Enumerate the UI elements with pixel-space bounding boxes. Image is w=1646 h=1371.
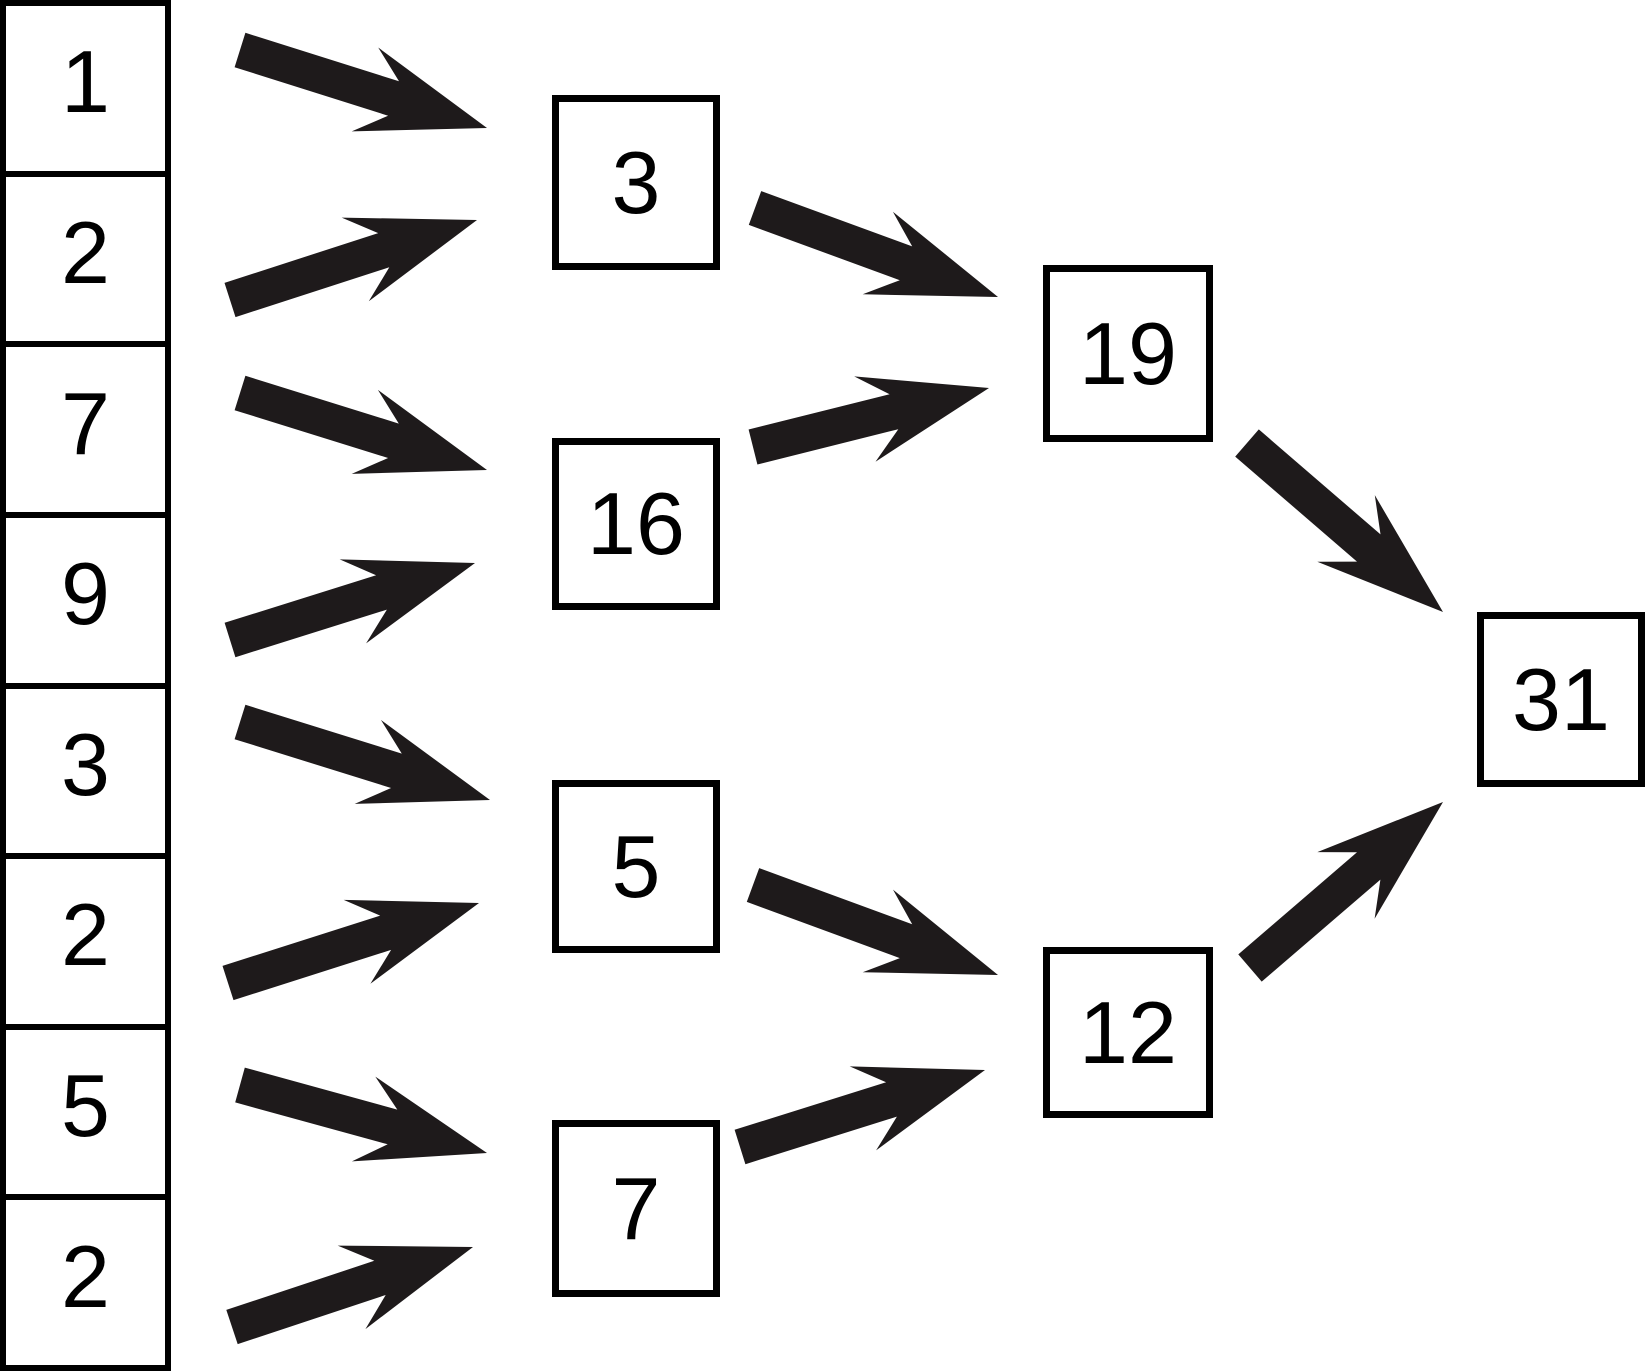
node-sum-16: 16 [552, 438, 720, 610]
node-value: 19 [1079, 303, 1177, 403]
arrow-sum-3-to-sum-19 [748, 191, 998, 297]
arrow-input-9-to-sum-16 [224, 559, 475, 658]
input-array-column: 1 2 7 9 3 2 5 2 [0, 0, 171, 1371]
input-cell-2: 7 [6, 347, 165, 518]
arrow-sum-16-to-sum-19 [748, 376, 989, 465]
input-cell-6: 5 [6, 1030, 165, 1201]
input-cell-7: 2 [6, 1200, 165, 1365]
input-cell-1: 2 [6, 177, 165, 348]
arrow-sum-19-to-sum-31 [1235, 429, 1443, 612]
input-cell-value: 3 [61, 714, 110, 814]
node-value: 31 [1512, 649, 1610, 749]
arrow-sum-5-to-sum-12 [746, 868, 998, 975]
node-sum-3: 3 [552, 95, 720, 270]
input-cell-value: 2 [61, 202, 110, 302]
input-cell-4: 3 [6, 689, 165, 860]
input-cell-value: 2 [61, 1226, 110, 1326]
node-sum-12: 12 [1043, 947, 1213, 1118]
arrow-input-2b-to-sum-5 [222, 899, 479, 1001]
node-value: 16 [587, 474, 685, 573]
input-cell-value: 9 [61, 544, 110, 644]
arrow-input-2c-to-sum-7 [226, 1245, 473, 1345]
input-cell-0: 1 [6, 6, 165, 177]
arrow-input-2a-to-sum-3 [224, 217, 477, 318]
node-value: 3 [611, 132, 661, 232]
input-cell-value: 2 [61, 885, 110, 985]
arrow-input-7-to-sum-16 [234, 375, 487, 474]
node-value: 7 [611, 1158, 661, 1258]
arrow-input-1a-to-sum-3 [234, 32, 487, 132]
node-value: 12 [1079, 982, 1177, 1082]
input-cell-3: 9 [6, 518, 165, 689]
input-cell-5: 2 [6, 859, 165, 1030]
arrow-sum-7-to-sum-12 [734, 1066, 985, 1165]
input-cell-value: 1 [61, 32, 110, 132]
node-sum-7: 7 [552, 1120, 720, 1297]
input-cell-value: 5 [61, 1056, 110, 1156]
input-cell-value: 7 [61, 373, 110, 473]
arrow-input-3-to-sum-5 [234, 704, 490, 804]
arrow-sum-12-to-sum-31 [1238, 802, 1443, 982]
node-value: 5 [611, 816, 661, 916]
node-sum-19: 19 [1043, 265, 1213, 442]
node-sum-31: 31 [1477, 612, 1645, 787]
node-sum-5: 5 [552, 780, 720, 953]
arrow-input-5-to-sum-7 [235, 1067, 487, 1162]
